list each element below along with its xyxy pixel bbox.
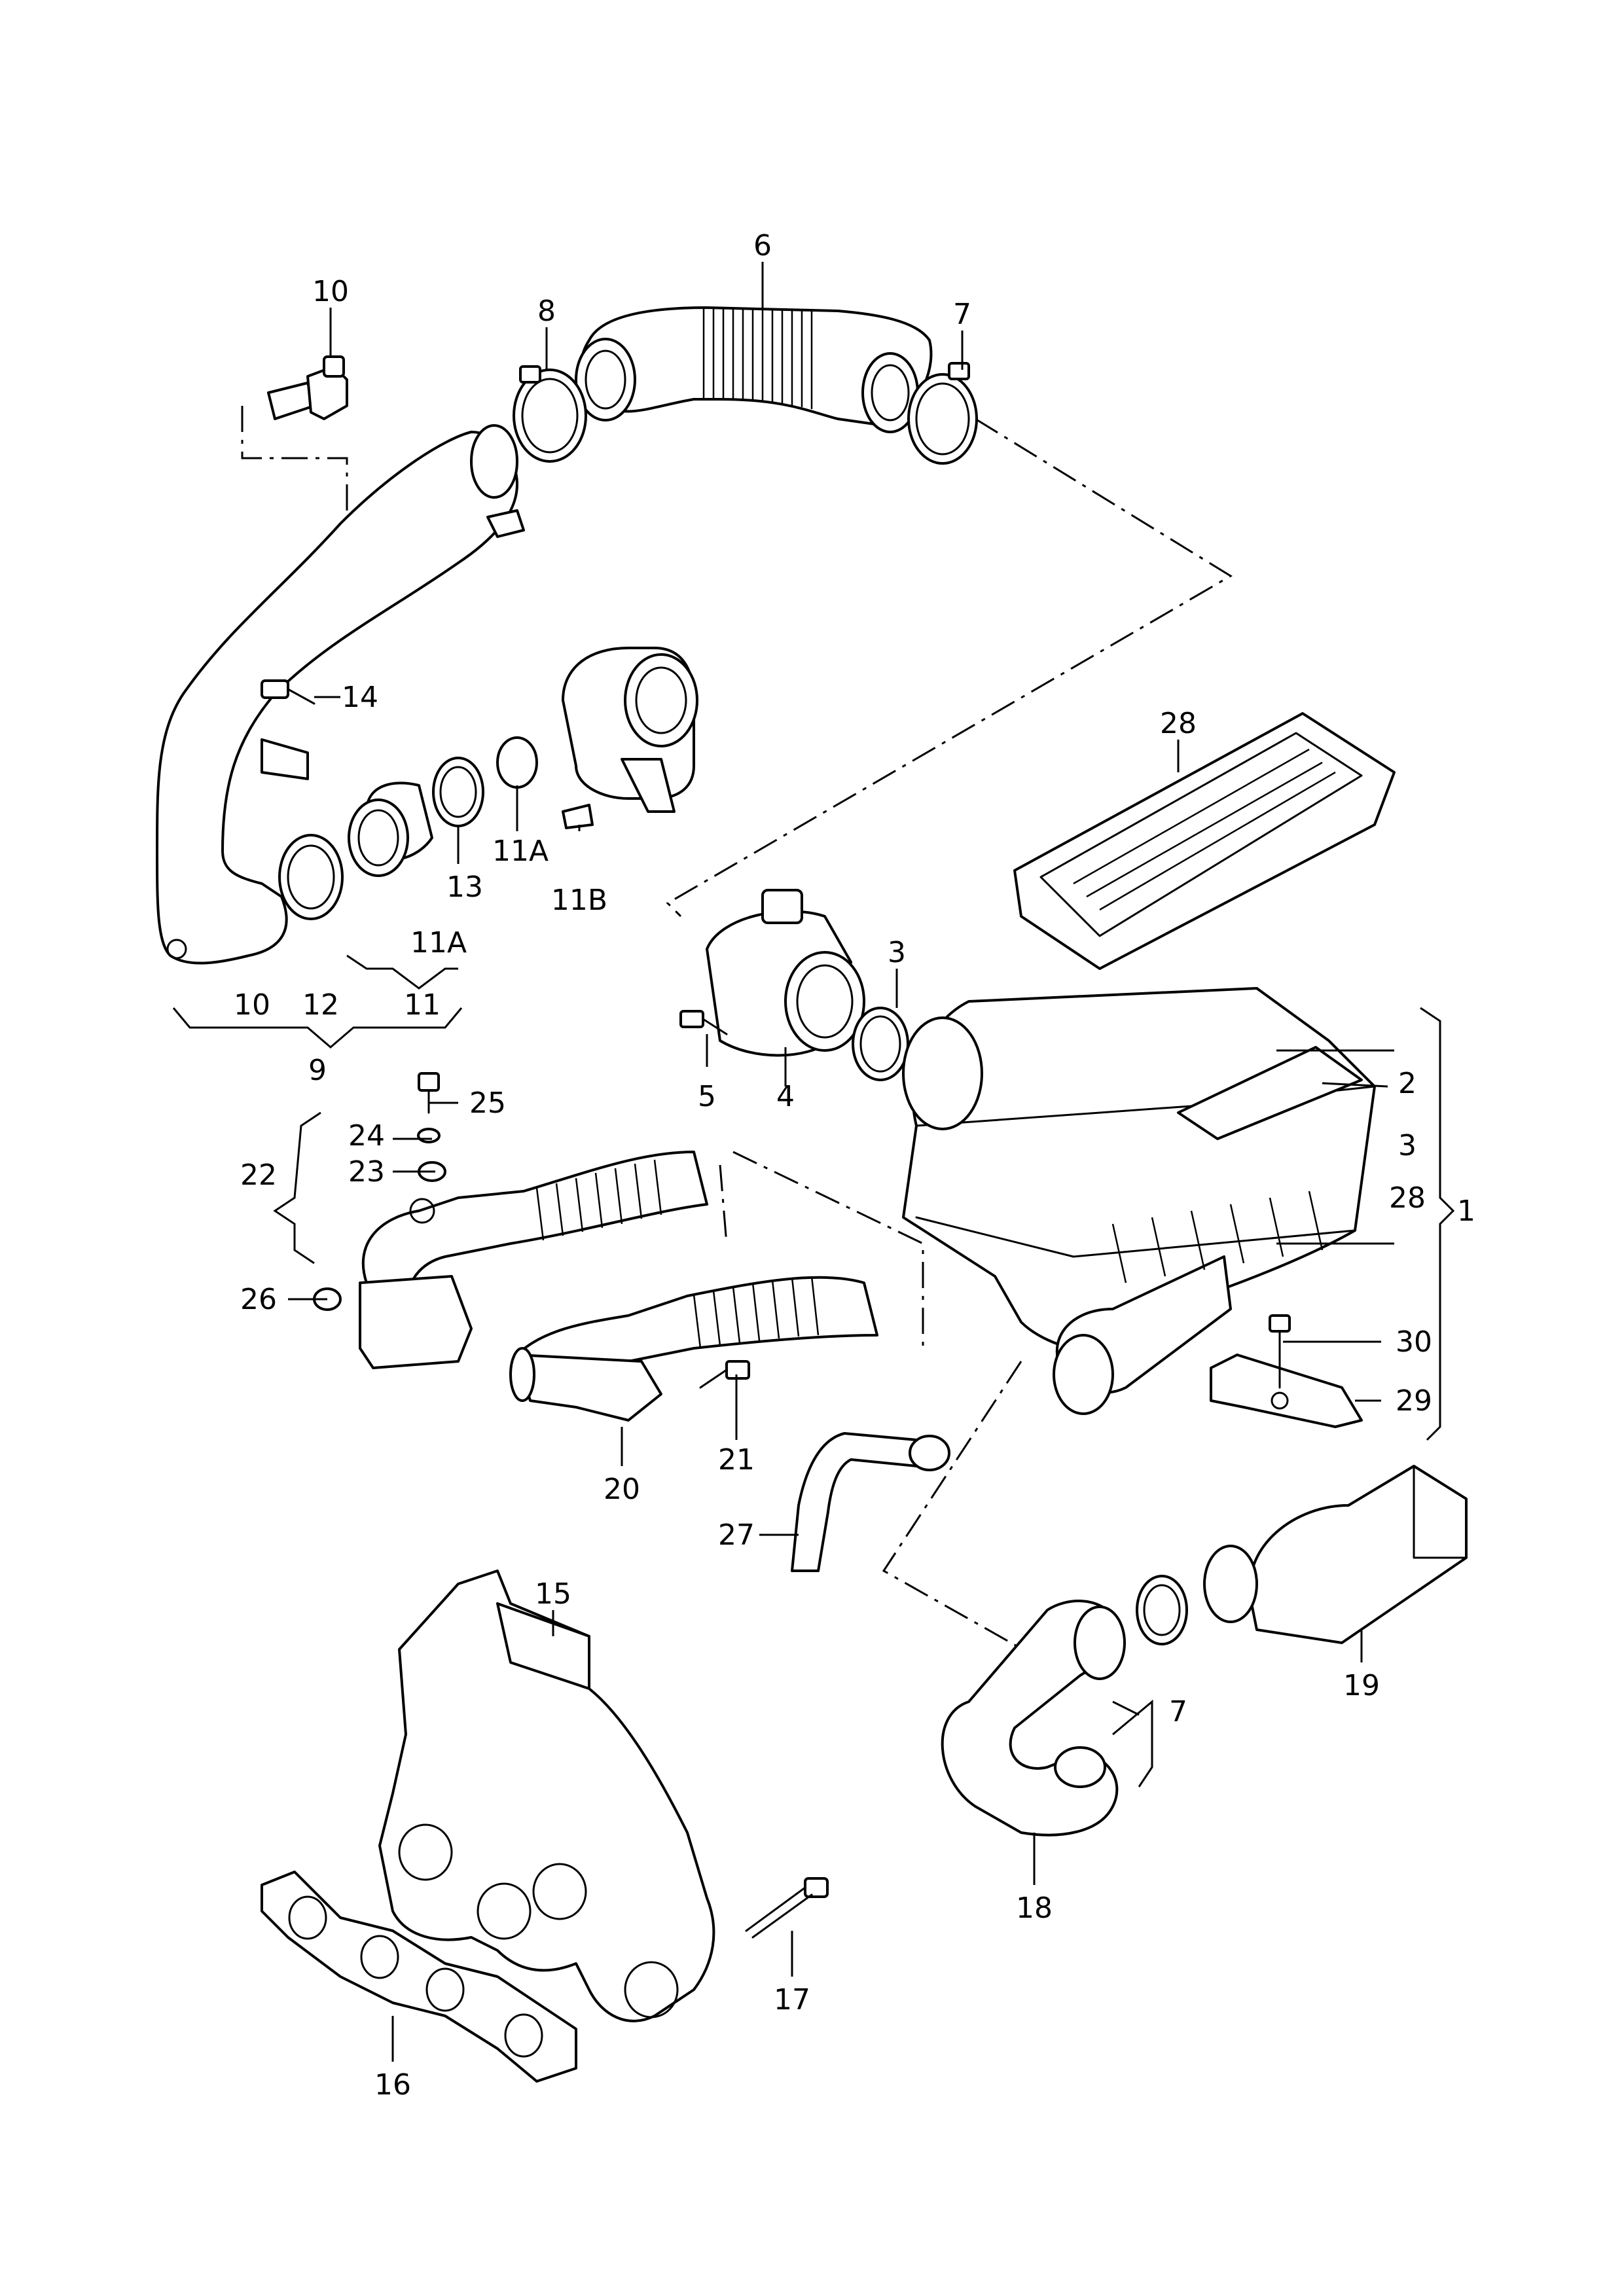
callout-11B: 11B: [551, 884, 607, 917]
bolt-25: [418, 1072, 440, 1114]
callout-3-top: 3: [888, 936, 906, 969]
callout-8: 8: [537, 295, 556, 328]
washer-24: [417, 1128, 441, 1143]
bolt-30: [1269, 1314, 1291, 1389]
callout-10-top: 10: [312, 275, 349, 308]
callout-7-bottom: 7: [1169, 1695, 1187, 1729]
callout-11: 11: [404, 988, 441, 1022]
air-mass-meter-4: [706, 889, 865, 1057]
callout-20: 20: [604, 1473, 640, 1506]
callout-28-right: 28: [1389, 1181, 1426, 1215]
breather-pipe-20: [509, 1276, 878, 1422]
bolt-21: [699, 1360, 750, 1389]
turbo-outlet-11: [562, 647, 698, 813]
callout-1: 1: [1457, 1194, 1475, 1228]
assembly-lines: [241, 406, 1233, 1657]
callout-13: 13: [446, 870, 483, 904]
callout-24: 24: [348, 1119, 385, 1153]
intake-hose-6: [575, 306, 933, 433]
callout-7-top: 7: [953, 298, 971, 331]
plug-11B: [562, 804, 594, 829]
callout-14: 14: [342, 681, 378, 714]
charge-air-pipe-9: [156, 424, 525, 965]
callout-11A-b: 11A: [410, 926, 467, 960]
clamp-8: [513, 365, 587, 463]
callout-23: 23: [348, 1155, 385, 1189]
air-filter-housing-1: [902, 987, 1376, 1415]
callout-11A-a: 11A: [492, 834, 549, 868]
callout-3-right: 3: [1398, 1129, 1416, 1162]
o-ring-11A: [496, 736, 538, 789]
gasket-16: [261, 1871, 577, 2083]
coupling-11A: [348, 781, 433, 877]
callout-6: 6: [753, 229, 772, 262]
callouts: 6 10 8 7 14 28 11A 11B 13 11A 3 10 12 11…: [234, 229, 1475, 2102]
callout-4: 4: [776, 1080, 795, 1113]
clamp-12: [278, 834, 344, 920]
callout-9: 9: [308, 1054, 327, 1087]
hose-27: [791, 1432, 950, 1572]
callout-15: 15: [535, 1577, 571, 1611]
callout-30: 30: [1396, 1325, 1432, 1359]
callout-19: 19: [1343, 1669, 1380, 1702]
breather-pipe-22: [359, 1151, 708, 1369]
exhaust-manifold-15: [378, 1570, 715, 2022]
callout-17: 17: [774, 1983, 810, 2017]
clamp-7-bottom: [1136, 1575, 1188, 1645]
callout-21: 21: [718, 1443, 755, 1477]
leader-lines: [172, 262, 1455, 2062]
bracket-29: [1210, 1354, 1363, 1428]
callout-2: 2: [1398, 1067, 1416, 1100]
screw-5: [679, 1010, 728, 1035]
callout-12: 12: [302, 988, 339, 1022]
bolt-14: [261, 679, 316, 705]
o-ring-3: [852, 1007, 909, 1081]
callout-22: 22: [240, 1158, 277, 1192]
intake-hose-18: [941, 1600, 1126, 1837]
callout-10-bottom: 10: [234, 988, 270, 1022]
callout-28-top: 28: [1160, 707, 1197, 740]
callout-26: 26: [240, 1283, 277, 1316]
callout-27: 27: [718, 1518, 755, 1552]
callout-5: 5: [698, 1080, 716, 1113]
callout-29: 29: [1396, 1384, 1432, 1418]
clamp-13: [432, 757, 484, 827]
callout-18: 18: [1016, 1892, 1053, 1925]
intake-duct-19: [1203, 1465, 1468, 1644]
filter-element-28: [1013, 712, 1396, 970]
callout-25: 25: [469, 1086, 506, 1120]
callout-16: 16: [374, 2068, 411, 2102]
bolt-17: [745, 1877, 829, 1939]
clamp-7-top: [907, 362, 978, 465]
